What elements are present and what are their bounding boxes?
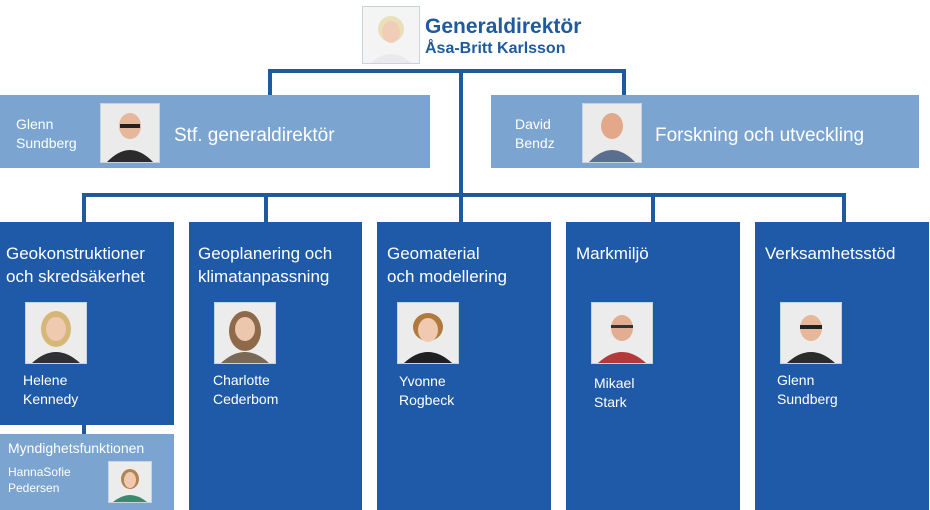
sub-unit-box: Myndighetsfunktionen HannaSofie Pedersen xyxy=(0,434,174,510)
connector-dept-3 xyxy=(459,193,463,224)
department-title-2: Geoplanering och klimatanpassning xyxy=(198,244,333,286)
head-photo xyxy=(362,6,420,64)
department-box-1: Geokonstruktioner och skredsäkerhet Hele… xyxy=(0,222,174,425)
department-title-4: Markmiljö xyxy=(576,244,649,263)
department-head-name-3: Yvonne Rogbeck xyxy=(399,373,455,408)
department-head-name-5: Glenn Sundberg xyxy=(777,372,838,407)
deputy-left-title: Stf. generaldirektör xyxy=(174,125,335,146)
department-head-name-1: Helene Kennedy xyxy=(23,372,79,407)
department-box-4: Markmiljö Mikael Stark xyxy=(566,222,740,510)
deputy-right-name: David Bendz xyxy=(515,116,555,151)
deputy-box-right: David Bendz Forskning och utveckling xyxy=(491,95,919,168)
connector-dept-5 xyxy=(842,193,846,224)
deputy-left-photo xyxy=(100,103,160,163)
department-head-photo-2 xyxy=(214,302,276,364)
head-title: Generaldirektör xyxy=(425,15,582,38)
connector-dept-1 xyxy=(82,193,86,224)
department-head-name-2: Charlotte Cederbom xyxy=(213,372,279,407)
department-box-5: Verksamhetsstöd Glenn Sundberg xyxy=(755,222,929,510)
connector-deputy-left xyxy=(268,69,272,97)
deputy-left-name: Glenn Sundberg xyxy=(16,116,77,151)
department-head-photo-1 xyxy=(25,302,87,364)
connector-deputy-right xyxy=(622,69,626,97)
department-head-photo-3 xyxy=(397,302,459,364)
connector-departments-bar xyxy=(82,193,846,197)
department-title-3: Geomaterial och modellering xyxy=(387,244,508,286)
department-box-3: Geomaterial och modellering Yvonne Rogbe… xyxy=(377,222,551,510)
department-title-5: Verksamhetsstöd xyxy=(765,244,896,263)
department-box-2: Geoplanering och klimatanpassning Charlo… xyxy=(189,222,362,510)
head-name: Åsa-Britt Karlsson xyxy=(425,40,566,57)
deputy-right-title: Forskning och utveckling xyxy=(655,125,865,146)
department-head-name-4: Mikael Stark xyxy=(594,375,635,410)
connector-dept-4 xyxy=(651,193,655,224)
department-head-photo-4 xyxy=(591,302,653,364)
deputy-box-left: Glenn Sundberg Stf. generaldirektör xyxy=(0,95,430,168)
sub-unit-head-photo xyxy=(108,461,152,503)
department-title-1: Geokonstruktioner och skredsäkerhet xyxy=(6,244,145,286)
connector-deputies-bar xyxy=(268,69,626,73)
sub-unit-head-name: HannaSofie Pedersen xyxy=(8,465,71,495)
connector-sub-unit xyxy=(82,424,86,436)
connector-trunk xyxy=(459,70,463,196)
deputy-right-photo xyxy=(582,103,642,163)
sub-unit-title: Myndighetsfunktionen xyxy=(8,440,145,456)
connector-dept-2 xyxy=(264,193,268,224)
department-head-photo-5 xyxy=(780,302,842,364)
